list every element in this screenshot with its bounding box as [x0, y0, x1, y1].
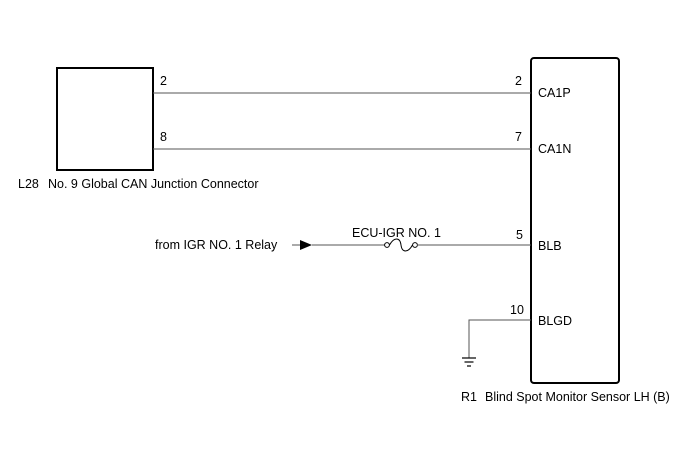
terminal-blb: BLB	[538, 239, 562, 253]
sensor-connector-code: R1	[461, 390, 477, 404]
fuse-icon	[389, 238, 413, 252]
junction-pin-ca1n: 8	[160, 130, 167, 144]
sensor-pin-ca1n: 7	[515, 130, 522, 144]
junction-connector-name: No. 9 Global CAN Junction Connector	[48, 177, 259, 191]
sensor-connector-name: Blind Spot Monitor Sensor LH (B)	[485, 390, 670, 404]
fuse-label: ECU-IGR NO. 1	[352, 226, 441, 240]
sensor-connector-box	[530, 57, 620, 384]
junction-connector-code: L28	[18, 177, 39, 191]
junction-connector-box	[56, 67, 154, 171]
terminal-ca1n: CA1N	[538, 142, 571, 156]
junction-pin-ca1p: 2	[160, 74, 167, 88]
sensor-pin-blgd: 10	[510, 303, 524, 317]
ground-icon	[462, 357, 476, 367]
fuse-left-terminal	[384, 242, 390, 248]
sensor-pin-ca1p: 2	[515, 74, 522, 88]
terminal-blgd: BLGD	[538, 314, 572, 328]
sensor-pin-blb: 5	[516, 228, 523, 242]
terminal-ca1p: CA1P	[538, 86, 571, 100]
power-source-label: from IGR NO. 1 Relay	[155, 238, 278, 252]
ground-wire	[468, 319, 531, 358]
fuse-right-terminal	[412, 242, 418, 248]
arrow-right-icon	[300, 240, 312, 250]
